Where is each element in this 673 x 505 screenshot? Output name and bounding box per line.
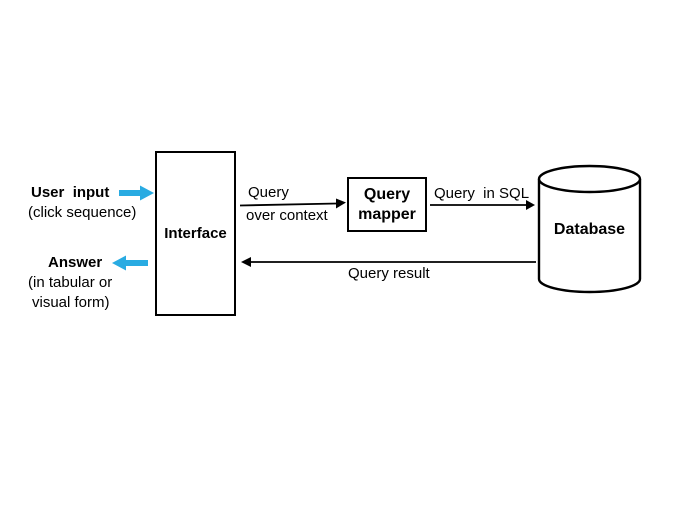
edge-label-query-in-sql: Query in SQL (434, 185, 530, 202)
edge-mapper-to-database-arrowhead-icon (526, 200, 535, 210)
user-input-arrow-icon (119, 185, 154, 201)
user-input-sublabel: (click sequence) (28, 204, 137, 221)
edge-interface-to-mapper-arrowhead-icon (336, 198, 346, 209)
interface-node: Interface (155, 151, 236, 316)
answer-arrow-icon (112, 255, 148, 271)
answer-sublabel-line2: visual form) (32, 294, 110, 311)
edge-label-over-context: over context (246, 207, 328, 224)
answer-sublabel-line1: (in tabular or (28, 274, 113, 291)
answer-label: Answer (48, 254, 103, 271)
interface-node-label: Interface (164, 225, 227, 242)
edge-database-to-interface-arrowhead-icon (241, 257, 251, 267)
query-mapper-node: Query mapper (347, 177, 427, 232)
query-mapper-label-line2: mapper (358, 205, 416, 223)
database-cylinder-body (537, 179, 642, 294)
edge-interface-to-mapper (239, 202, 338, 207)
database-cylinder-top (537, 164, 642, 194)
database-node-label: Database (553, 221, 626, 238)
user-input-label: User input (31, 184, 110, 201)
query-mapper-label-line1: Query (363, 185, 411, 203)
edge-label-query: Query (248, 184, 289, 201)
edge-label-query-result: Query result (348, 265, 430, 282)
